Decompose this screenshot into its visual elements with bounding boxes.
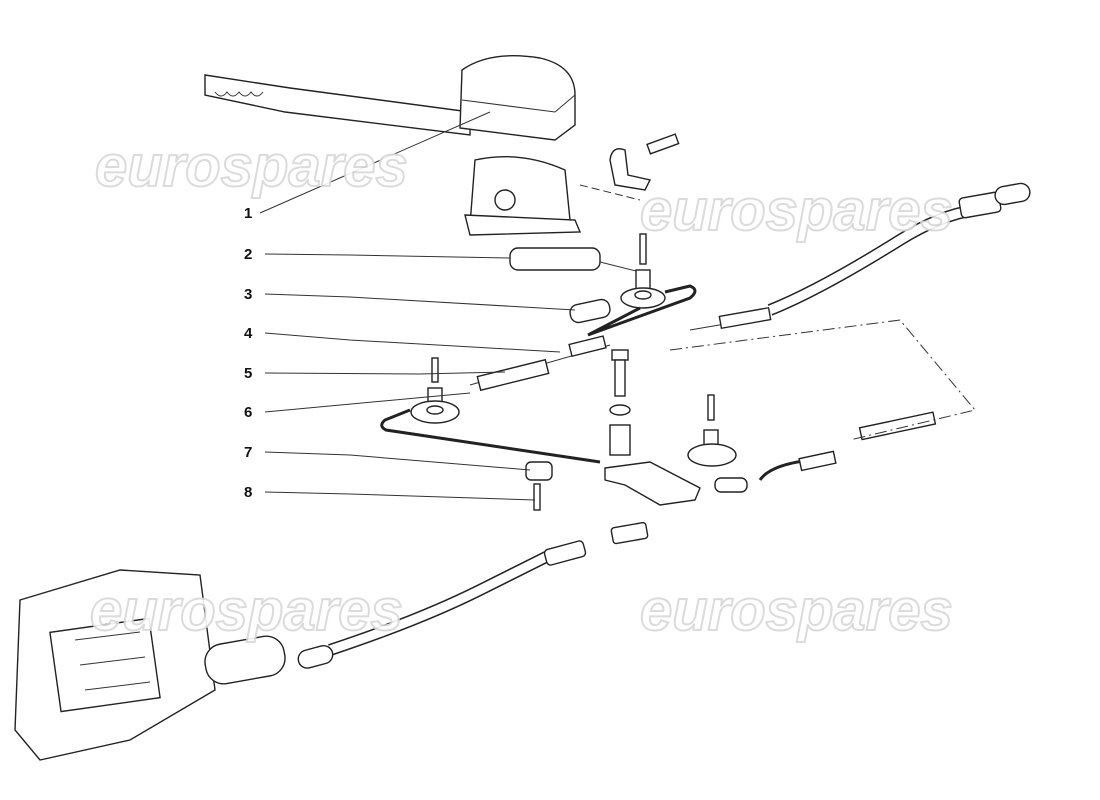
switch-bracket	[579, 133, 680, 201]
cable-loop-lower	[380, 408, 601, 464]
part-3-bushing	[569, 298, 611, 324]
lever-bracket	[604, 461, 701, 506]
part-7-sleeve	[525, 461, 553, 481]
callout-5: 5	[244, 365, 252, 382]
callout-3: 3	[244, 286, 252, 303]
pulley-lower-left	[410, 357, 460, 424]
watermark-text: eurospares	[640, 178, 953, 243]
part-8-pin	[533, 483, 541, 511]
pulley-right	[687, 394, 737, 467]
callout-2: 2	[244, 246, 252, 263]
watermark-text: eurospares	[95, 134, 408, 199]
cable-loop-upper	[587, 284, 697, 337]
callout-4: 4	[244, 325, 253, 342]
part-2-sensor	[509, 247, 601, 271]
cable-upper-right	[689, 182, 1031, 331]
adjuster-rod	[469, 335, 611, 392]
callout-1: 1	[244, 205, 252, 222]
watermark-text: eurospares	[640, 578, 953, 643]
pulley-upper	[620, 233, 666, 309]
callout-7: 7	[244, 444, 252, 461]
watermark-text: eurospares	[90, 578, 403, 643]
leader-lines	[259, 111, 576, 501]
cable-lower	[297, 521, 649, 669]
bolt-stack	[609, 349, 631, 456]
handbrake-lever	[204, 55, 582, 236]
callout-6: 6	[244, 404, 252, 421]
brake-caliper	[14, 569, 286, 761]
callout-8: 8	[244, 484, 252, 501]
spring	[714, 477, 748, 493]
cable-right	[669, 319, 976, 481]
